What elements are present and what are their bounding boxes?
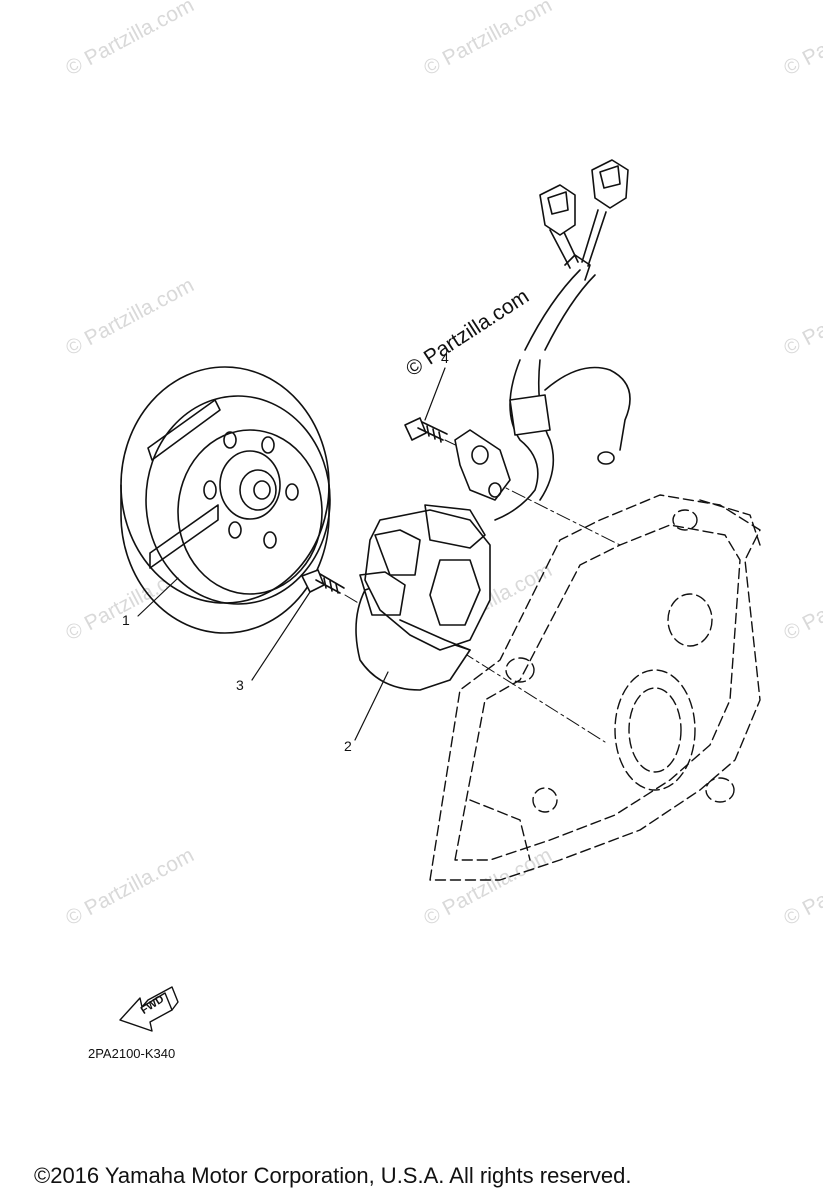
callout-4: 4 (441, 350, 449, 366)
leader-lines (137, 367, 446, 741)
pickup-coil-icon (454, 429, 511, 501)
callout-3: 3 (236, 677, 244, 693)
screw-icon (404, 417, 448, 443)
screw-icon (301, 569, 345, 594)
wire-harness-icon (494, 209, 631, 521)
connector-icon (591, 159, 629, 209)
callout-1: 1 (122, 612, 130, 628)
crankcase-cover-icon (429, 494, 761, 881)
fwd-arrow-icon (119, 986, 179, 1032)
stator-coil-icon (355, 504, 491, 691)
callout-2: 2 (344, 738, 352, 754)
connector-icon (539, 184, 576, 236)
copyright-notice: ©2016 Yamaha Motor Corporation, U.S.A. A… (34, 1163, 632, 1188)
part-code: 2PA2100-K340 (88, 1046, 176, 1061)
flywheel-rotor-icon (120, 366, 331, 634)
